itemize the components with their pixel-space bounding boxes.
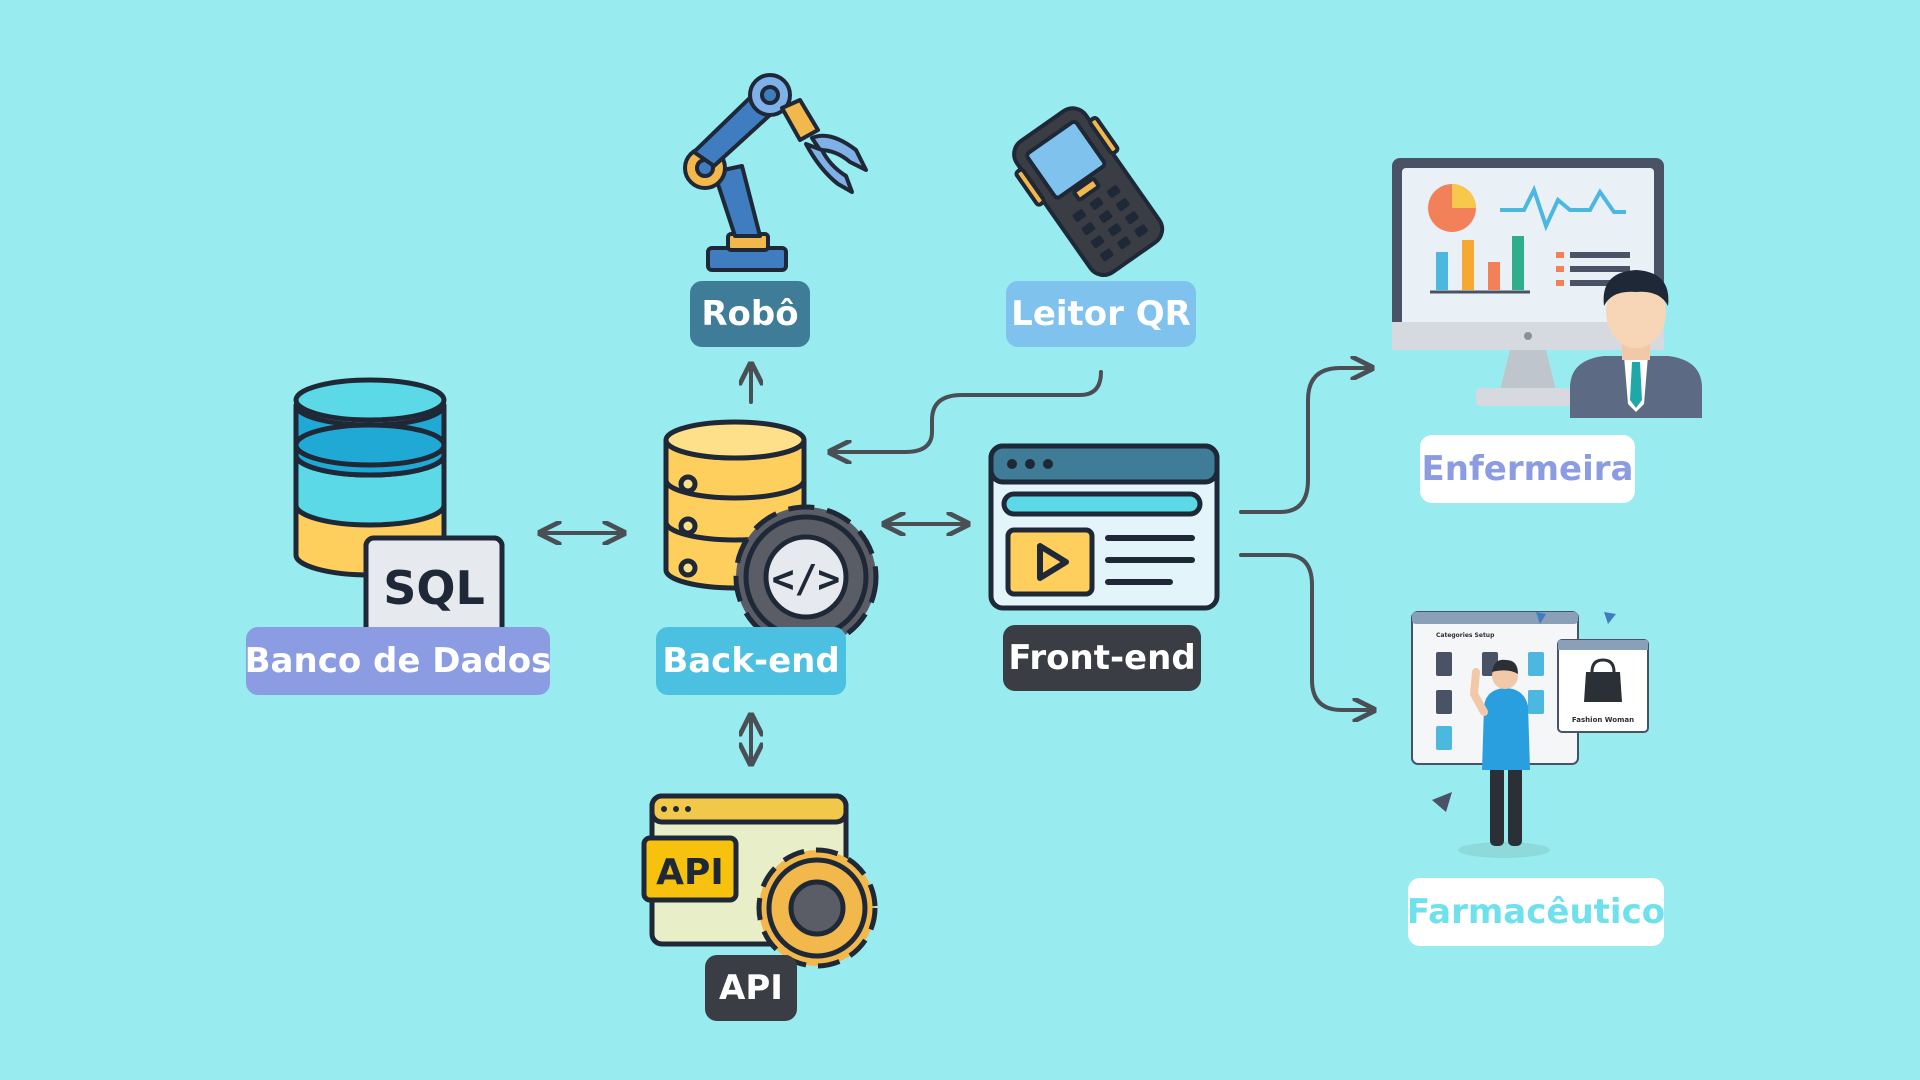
api-icon-text: API	[656, 852, 724, 893]
fashion-woman-text: Fashion Woman	[1572, 716, 1634, 724]
code-icon-text: </>	[772, 557, 841, 601]
node-label-banco-de-dados: Banco de Dados	[245, 627, 551, 695]
sql-icon-text: SQL	[383, 561, 485, 615]
node-label-farmaceutico: Farmacêutico	[1407, 878, 1665, 946]
node-label-front-end: Front-end	[1003, 625, 1201, 691]
node-label-leitor-qr: Leitor QR	[1006, 281, 1196, 347]
edge-frontend-farmaceutico	[1239, 553, 1374, 710]
node-label-back-end: Back-end	[656, 627, 846, 695]
categories-setup-text: Categories Setup	[1436, 632, 1495, 639]
edge-frontend-enfermeira	[1239, 368, 1372, 514]
sql-database-icon: SQL	[293, 377, 505, 639]
node-label-api: API	[705, 955, 797, 1021]
edge-qr-backend	[830, 370, 1103, 452]
robot-arm-icon	[683, 73, 868, 272]
connectors	[540, 364, 1374, 764]
api-gear-icon: API	[641, 793, 878, 969]
monitor-dashboard-person-icon	[1392, 158, 1702, 418]
database-gear-icon: </>	[663, 419, 879, 650]
node-label-enfermeira: Enfermeira	[1420, 435, 1635, 503]
node-label-robo: Robô	[690, 281, 810, 347]
barcode-scanner-icon	[1012, 106, 1165, 277]
person-ui-board-icon: Categories Setup Fashion Woman	[1411, 611, 1649, 858]
web-page-icon	[988, 443, 1220, 611]
